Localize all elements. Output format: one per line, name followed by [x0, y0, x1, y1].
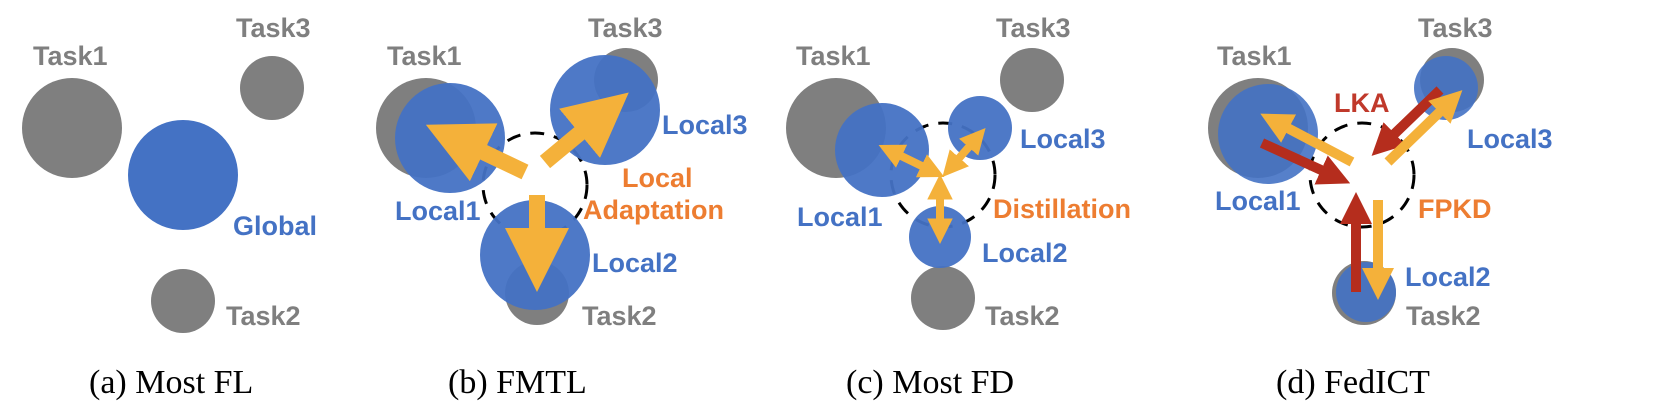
task3-label: Task3 [588, 13, 663, 43]
fpkd-arrow-local1 [1260, 113, 1355, 167]
task2-label: Task2 [985, 301, 1060, 331]
task2-circle [151, 269, 215, 333]
local1-label: Local1 [1215, 186, 1301, 216]
local-adaptation-label-line2: Adaptation [583, 195, 724, 225]
caption-c: (c) Most FD [846, 364, 1014, 401]
local1-circle [395, 83, 505, 193]
panel-a: Task1 Task3 Task2 Global (a) Most FL [22, 13, 317, 401]
caption-d: (d) FedICT [1276, 364, 1430, 401]
task3-circle [240, 56, 304, 120]
local3-label: Local3 [662, 110, 748, 140]
task2-label: Task2 [1406, 301, 1481, 331]
local2-label: Local2 [982, 238, 1068, 268]
task3-label: Task3 [1418, 13, 1493, 43]
task2-label: Task2 [226, 301, 301, 331]
task1-label: Task1 [387, 41, 462, 71]
caption-a: (a) Most FL [89, 364, 253, 401]
task3-label: Task3 [236, 13, 311, 43]
distillation-arrow-local3 [942, 127, 986, 178]
task1-label: Task1 [1217, 41, 1292, 71]
local-adaptation-label-line1: Local [622, 163, 693, 193]
fpkd-arrow-local3 [1384, 90, 1463, 166]
local1-label: Local1 [395, 196, 481, 226]
panel-c: Task1 Task3 Task2 Local1 Local3 Local2 D… [786, 13, 1131, 401]
lka-label: LKA [1334, 88, 1390, 118]
panel-d: Task1 Task3 Task2 Local1 Local3 Local2 L… [1208, 13, 1553, 401]
task2-label: Task2 [582, 301, 657, 331]
adaptation-arrow-local1 [425, 123, 529, 182]
fpkd-label: FPKD [1418, 194, 1492, 224]
task1-label: Task1 [796, 41, 871, 71]
local3-label: Local3 [1467, 124, 1553, 154]
local2-label: Local2 [1405, 262, 1491, 292]
server-dashed-circle [1308, 121, 1416, 229]
lka-arrow-local1 [1259, 138, 1351, 185]
task1-circle [22, 78, 122, 178]
caption-b: (b) FMTL [448, 364, 587, 401]
local3-label: Local3 [1020, 124, 1106, 154]
adaptation-arrow-local3 [539, 92, 629, 169]
task1-label: Task1 [33, 41, 108, 71]
local1-circle [835, 103, 929, 197]
global-model-circle [128, 120, 238, 230]
local2-label: Local2 [592, 248, 678, 278]
distillation-label: Distillation [993, 194, 1131, 224]
local2-circle [1336, 262, 1396, 322]
task2-circle [911, 266, 975, 330]
task3-label: Task3 [996, 13, 1071, 43]
task3-circle [1000, 48, 1064, 112]
local3-circle [948, 96, 1012, 160]
distillation-arrow-local1 [878, 144, 945, 178]
global-label: Global [233, 211, 317, 241]
panel-b: Task1 Task3 Task2 Local1 Local3 Local2 L… [376, 13, 748, 401]
local1-label: Local1 [797, 202, 883, 232]
